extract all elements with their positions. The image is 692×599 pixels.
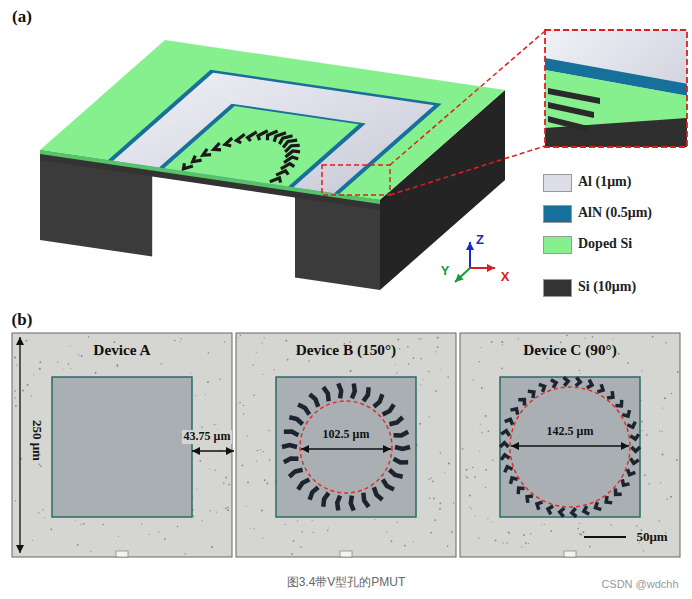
legend-swatch xyxy=(543,236,572,254)
device-title: Device C (90°) xyxy=(460,341,680,359)
legend-swatch xyxy=(543,279,572,297)
scale-bar-label: 50μm xyxy=(636,530,667,545)
axes-symbol xyxy=(455,242,495,282)
zoom-frame xyxy=(545,30,687,147)
legend-text: Al (1μm) xyxy=(578,174,631,190)
device-3d xyxy=(40,31,545,290)
device-panel: Device B (150°) xyxy=(236,333,456,557)
panel-label: (a) xyxy=(12,7,32,27)
micrographs xyxy=(12,333,680,557)
device-panel: Device A xyxy=(12,333,232,557)
legend-text: Doped Si xyxy=(578,236,632,252)
dimension: 250 μm xyxy=(29,420,44,461)
legend-text: Si (10μm) xyxy=(578,279,636,295)
watermark: CSDN @wdchh xyxy=(601,578,678,591)
dimension: 142.5 μm xyxy=(547,425,594,439)
device-panel: Device C (90°) xyxy=(460,333,680,557)
device-title: Device A xyxy=(12,341,232,359)
panel-label: (b) xyxy=(12,310,33,330)
axis-label: Y xyxy=(441,264,450,279)
legend-text: AlN (0.5μm) xyxy=(578,205,652,221)
caption: 图3.4带V型孔的PMUT xyxy=(287,576,406,590)
axis-label: Z xyxy=(476,233,484,248)
dimension: 102.5 μm xyxy=(323,428,370,442)
device-title: Device B (150°) xyxy=(236,341,456,359)
dimension: 43.75 μm xyxy=(182,430,233,444)
legend-swatch xyxy=(543,205,572,223)
zoom-inset xyxy=(545,30,687,147)
legend-swatch xyxy=(543,174,572,192)
axis-label: X xyxy=(501,270,510,285)
